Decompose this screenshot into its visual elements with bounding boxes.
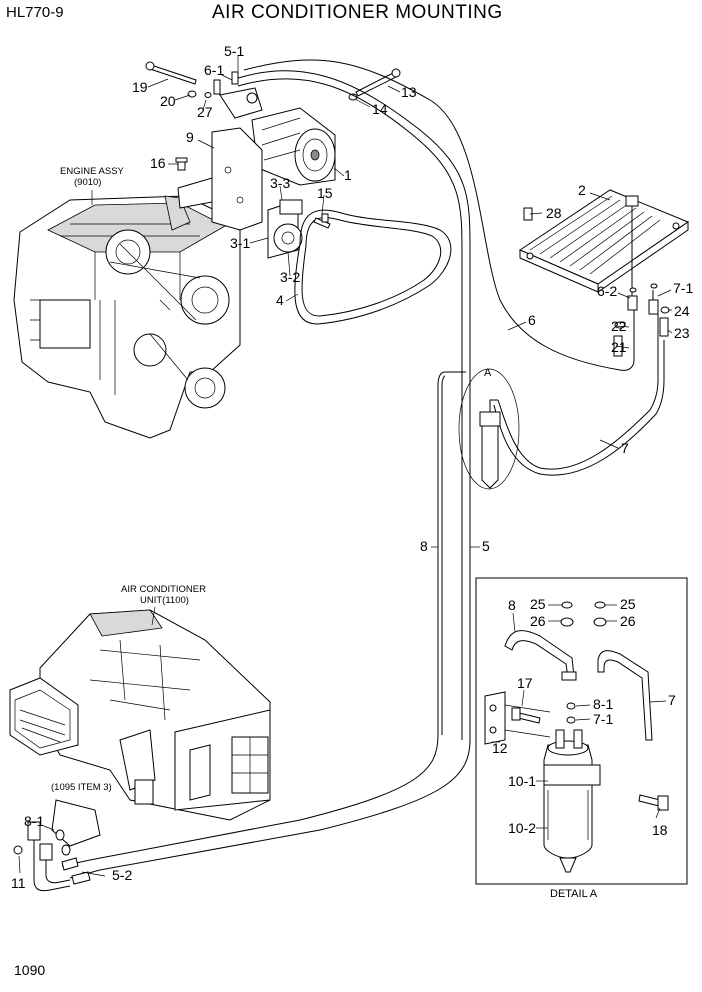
- ac-unit-leader: [151, 606, 156, 626]
- callout-numbers: 5-1 6-1 19 20 27 13 14 9 16 1 3-3 15 3-1…: [11, 43, 693, 891]
- callout-1: 1: [344, 167, 352, 183]
- callout-13: 13: [401, 84, 417, 100]
- callout-9: 9: [186, 129, 194, 145]
- receiver-drier-small: [458, 368, 520, 490]
- callout-4: 4: [276, 292, 284, 308]
- callout-11: 11: [11, 875, 26, 891]
- ac-unit-fittings: [13, 821, 91, 892]
- fasteners-top: [145, 61, 401, 229]
- detail-callout-18: 18: [652, 822, 668, 838]
- detail-a-frame: [475, 577, 688, 885]
- detail-callout-10-1: 10-1: [508, 773, 536, 789]
- callout-2: 2: [578, 182, 586, 198]
- detail-callout-numbers: 8 25 26 25 26 7 17 8-1 7-1 12 10-1 10-2 …: [492, 596, 676, 838]
- callout-3-1: 3-1: [230, 235, 250, 251]
- detail-callout-25-left: 25: [530, 596, 546, 612]
- callout-19: 19: [132, 79, 148, 95]
- page-title: AIR CONDITIONER MOUNTING: [212, 2, 503, 23]
- callout-3-3: 3-3: [270, 175, 290, 191]
- idler-pulley-assy: [267, 199, 303, 259]
- main-refrigerant-hoses: [61, 59, 665, 879]
- condenser-drawing: [518, 189, 690, 293]
- detail-callout-8-1: 8-1: [593, 696, 613, 712]
- detail-a-drawing: [484, 601, 669, 873]
- detail-a-caption: DETAIL A: [550, 888, 598, 900]
- callout-20: 20: [160, 93, 176, 109]
- model-code: HL770-9: [6, 4, 64, 21]
- detail-callout-25-right: 25: [620, 596, 636, 612]
- callout-6-1: 6-1: [204, 62, 224, 78]
- detail-callout-17: 17: [517, 675, 533, 691]
- callout-8: 8: [420, 538, 428, 554]
- detail-callout-10-2: 10-2: [508, 820, 536, 836]
- ac-unit-drawing: [9, 609, 271, 847]
- detail-callout-8: 8: [508, 597, 516, 613]
- detail-callout-26-right: 26: [620, 613, 636, 629]
- ac-unit-label-line1: AIR CONDITIONER: [121, 584, 206, 595]
- callout-5-2: 5-2: [112, 867, 132, 883]
- callout-24: 24: [674, 303, 690, 319]
- callout-14: 14: [372, 101, 388, 117]
- compressor-drawing: [219, 87, 336, 186]
- engine-assy-label-line2: (9010): [74, 177, 101, 188]
- detail-callout-26-left: 26: [530, 613, 546, 629]
- callout-23: 23: [674, 325, 690, 341]
- page-number: 1090: [14, 962, 45, 978]
- callout-22: 22: [611, 318, 627, 334]
- callout-8-1: 8-1: [24, 813, 44, 829]
- callout-27: 27: [197, 104, 213, 120]
- detail-callout-12: 12: [492, 740, 508, 756]
- callout-6-2: 6-2: [597, 283, 617, 299]
- callout-3-2: 3-2: [280, 269, 300, 285]
- detail-marker-a: A: [484, 367, 492, 379]
- callout-7: 7: [621, 440, 629, 456]
- callout-7-1: 7-1: [673, 280, 693, 296]
- callout-16: 16: [150, 155, 166, 171]
- item-reference-note: (1095 ITEM 3): [51, 782, 112, 793]
- compressor-bracket: [177, 127, 263, 231]
- engine-assembly-drawing: [13, 195, 241, 439]
- detail-callout-7: 7: [668, 692, 676, 708]
- leader-lines: [18, 55, 673, 877]
- detail-callout-7-1: 7-1: [593, 711, 613, 727]
- callout-21: 21: [611, 339, 627, 355]
- drive-belt: [294, 209, 452, 325]
- engine-assy-label-line1: ENGINE ASSY: [60, 166, 125, 177]
- callout-6: 6: [528, 312, 536, 328]
- ac-unit-label-line2: UNIT(1100): [140, 595, 189, 606]
- callout-5: 5: [482, 538, 490, 554]
- callout-15: 15: [317, 185, 333, 201]
- callout-5-1: 5-1: [224, 43, 244, 59]
- callout-28: 28: [546, 205, 562, 221]
